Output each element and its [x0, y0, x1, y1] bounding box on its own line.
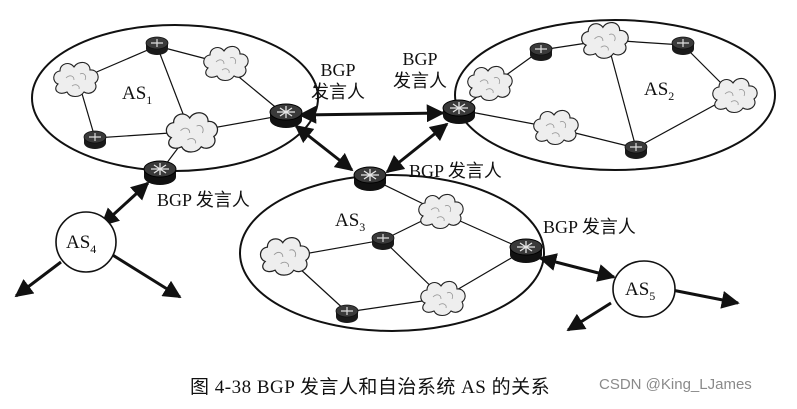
figure-caption: 图 4-38 BGP 发言人和自治系统 AS 的关系	[190, 377, 551, 398]
router-icon	[371, 231, 395, 251]
as2-cloud-network	[581, 21, 629, 59]
bgp-speaker-router-icon	[143, 160, 177, 186]
as3-boundary	[239, 174, 545, 332]
as3-cloud-network	[418, 193, 464, 230]
bgp-speaker-label: 发言人	[393, 71, 447, 91]
router-icon	[145, 36, 169, 56]
bgp-diagram: AS1 AS2 AS3 AS4 AS5 BGP 发言人 BGP 发言人 BGP …	[14, 19, 776, 332]
bgp-speaker-label: 发言人	[311, 82, 365, 102]
as3-links	[286, 177, 526, 313]
router-icon	[624, 140, 648, 160]
watermark: CSDN @King_LJames	[599, 376, 752, 393]
as2-label: AS2	[644, 79, 674, 103]
bgp-speaker-label: BGP	[402, 49, 437, 69]
as2-cloud-network	[533, 109, 579, 146]
as3-label: AS3	[335, 210, 365, 234]
as5-node	[612, 260, 676, 318]
as1-label: AS1	[122, 83, 152, 107]
router-icon	[671, 36, 695, 56]
bgp-speaker-router-icon	[269, 103, 303, 129]
as2-cloud-network	[467, 65, 513, 102]
as4-node	[55, 211, 117, 273]
bgp-speaker-router-icon	[442, 99, 476, 125]
inter-as-links	[14, 104, 740, 332]
as4-label: AS4	[66, 232, 96, 256]
as1-cloud-network	[165, 112, 219, 153]
as2-boundary	[454, 19, 776, 171]
as3-cloud-network	[420, 280, 466, 317]
router-icon	[83, 130, 107, 150]
as5-label: AS5	[625, 279, 655, 303]
bgp-speaker-router-icon	[509, 238, 543, 264]
as1-boundary	[31, 24, 319, 172]
bgp-speaker-label: BGP 发言人	[409, 161, 502, 181]
bgp-speaker-label: BGP 发言人	[157, 190, 250, 210]
router-icon	[335, 304, 359, 324]
as2-cloud-network	[712, 77, 758, 114]
bgp-speaker-label: BGP 发言人	[543, 217, 636, 237]
as1-cloud-network	[203, 45, 249, 82]
as1-cloud-network	[53, 61, 99, 98]
as3-cloud-network	[259, 237, 310, 276]
bgp-speaker-label: BGP	[320, 60, 355, 80]
router-icon	[529, 42, 553, 62]
bgp-speaker-router-icon	[353, 166, 387, 192]
as1-links	[77, 45, 286, 173]
